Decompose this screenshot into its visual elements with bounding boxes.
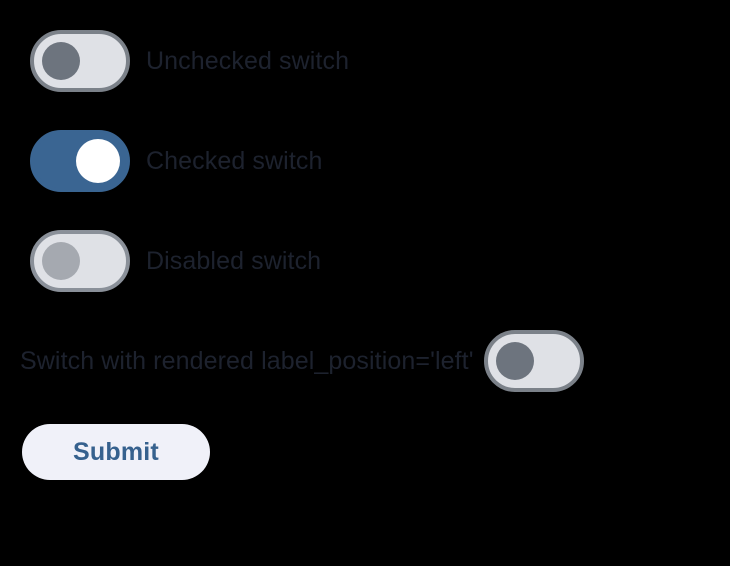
checked-switch-label: Checked switch [146, 146, 323, 175]
switch-thumb-icon [42, 242, 80, 280]
switch-thumb-icon [495, 342, 534, 380]
left-label-switch-label: Switch with rendered label_position='lef… [20, 346, 474, 375]
switch-row-left-label: Switch with rendered label_position='lef… [20, 330, 702, 392]
switch-row-unchecked: Unchecked switch [30, 30, 349, 92]
submit-button[interactable]: Submit [22, 424, 210, 480]
switch-thumb-icon [76, 139, 120, 183]
switch-thumb-icon [42, 42, 80, 80]
unchecked-switch-toggle[interactable] [30, 30, 130, 92]
checked-switch-toggle[interactable] [30, 130, 130, 192]
disabled-switch-label: Disabled switch [146, 246, 322, 275]
switch-row-checked: Checked switch [30, 130, 322, 192]
unchecked-switch-label: Unchecked switch [146, 46, 350, 75]
left-label-switch-toggle[interactable] [483, 330, 584, 392]
disabled-switch-toggle [30, 230, 130, 292]
switch-row-disabled: Disabled switch [30, 230, 321, 292]
